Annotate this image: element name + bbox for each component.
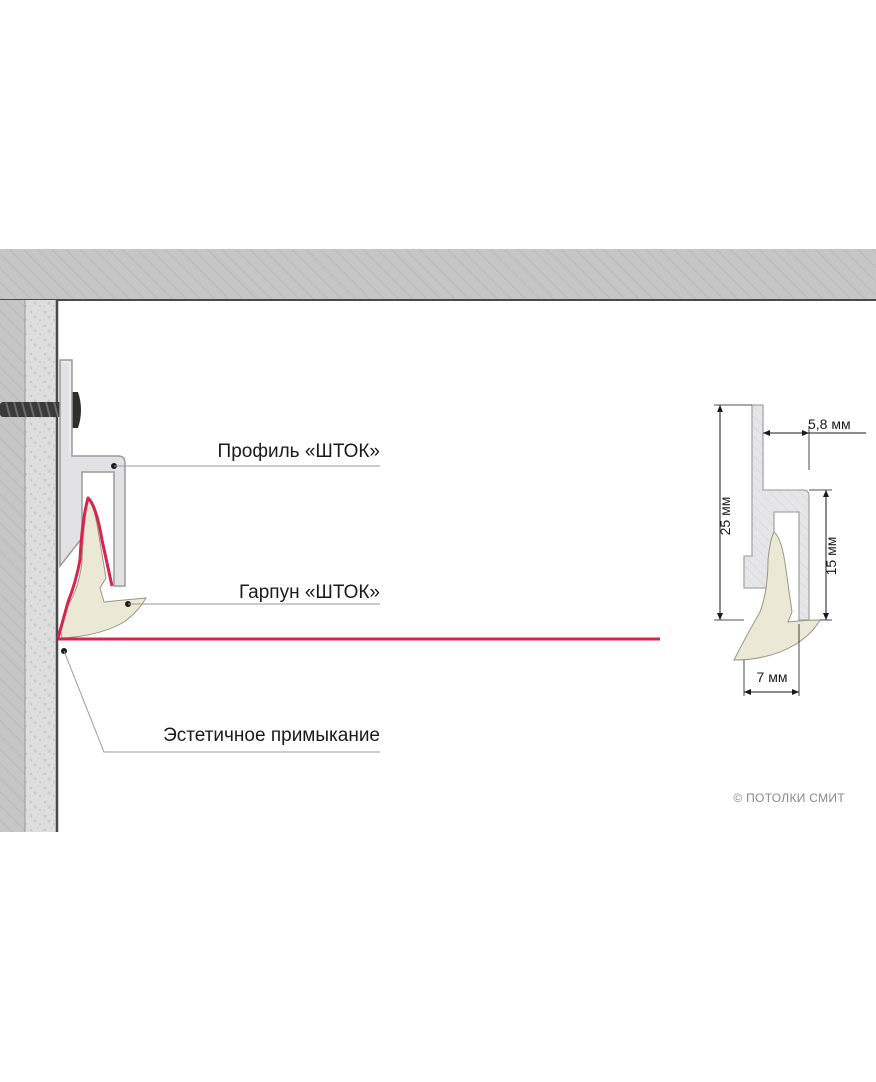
copyright-text: © ПОТОЛКИ СМИТ [733,791,845,805]
dim-width-top: 5,8 мм [808,416,851,432]
dimension-height-inner: 15 мм [809,489,839,621]
callout-profile: Профиль «ШТОК» [111,441,380,469]
ceiling-slab [0,249,876,301]
label-profile: Профиль «ШТОК» [218,441,380,462]
dimension-height-total: 25 мм [714,404,752,621]
dimension-width-top: 5,8 мм [763,416,866,470]
label-junction: Эстетичное примыкание [163,725,380,746]
dimension-width-bottom: 7 мм [743,624,800,696]
wall [0,300,59,832]
callout-harpoon: Гарпун «ШТОК» [125,582,380,607]
profile-left [59,359,126,587]
dim-height-inner: 15 мм [823,537,839,576]
dim-width-bottom: 7 мм [757,669,788,685]
callout-junction: Эстетичное примыкание [61,648,380,753]
label-harpoon: Гарпун «ШТОК» [239,582,380,603]
membrane-edge [56,496,114,639]
dim-height-total: 25 мм [717,497,733,536]
harpoon-left [60,496,147,639]
profile-detail [733,404,821,661]
